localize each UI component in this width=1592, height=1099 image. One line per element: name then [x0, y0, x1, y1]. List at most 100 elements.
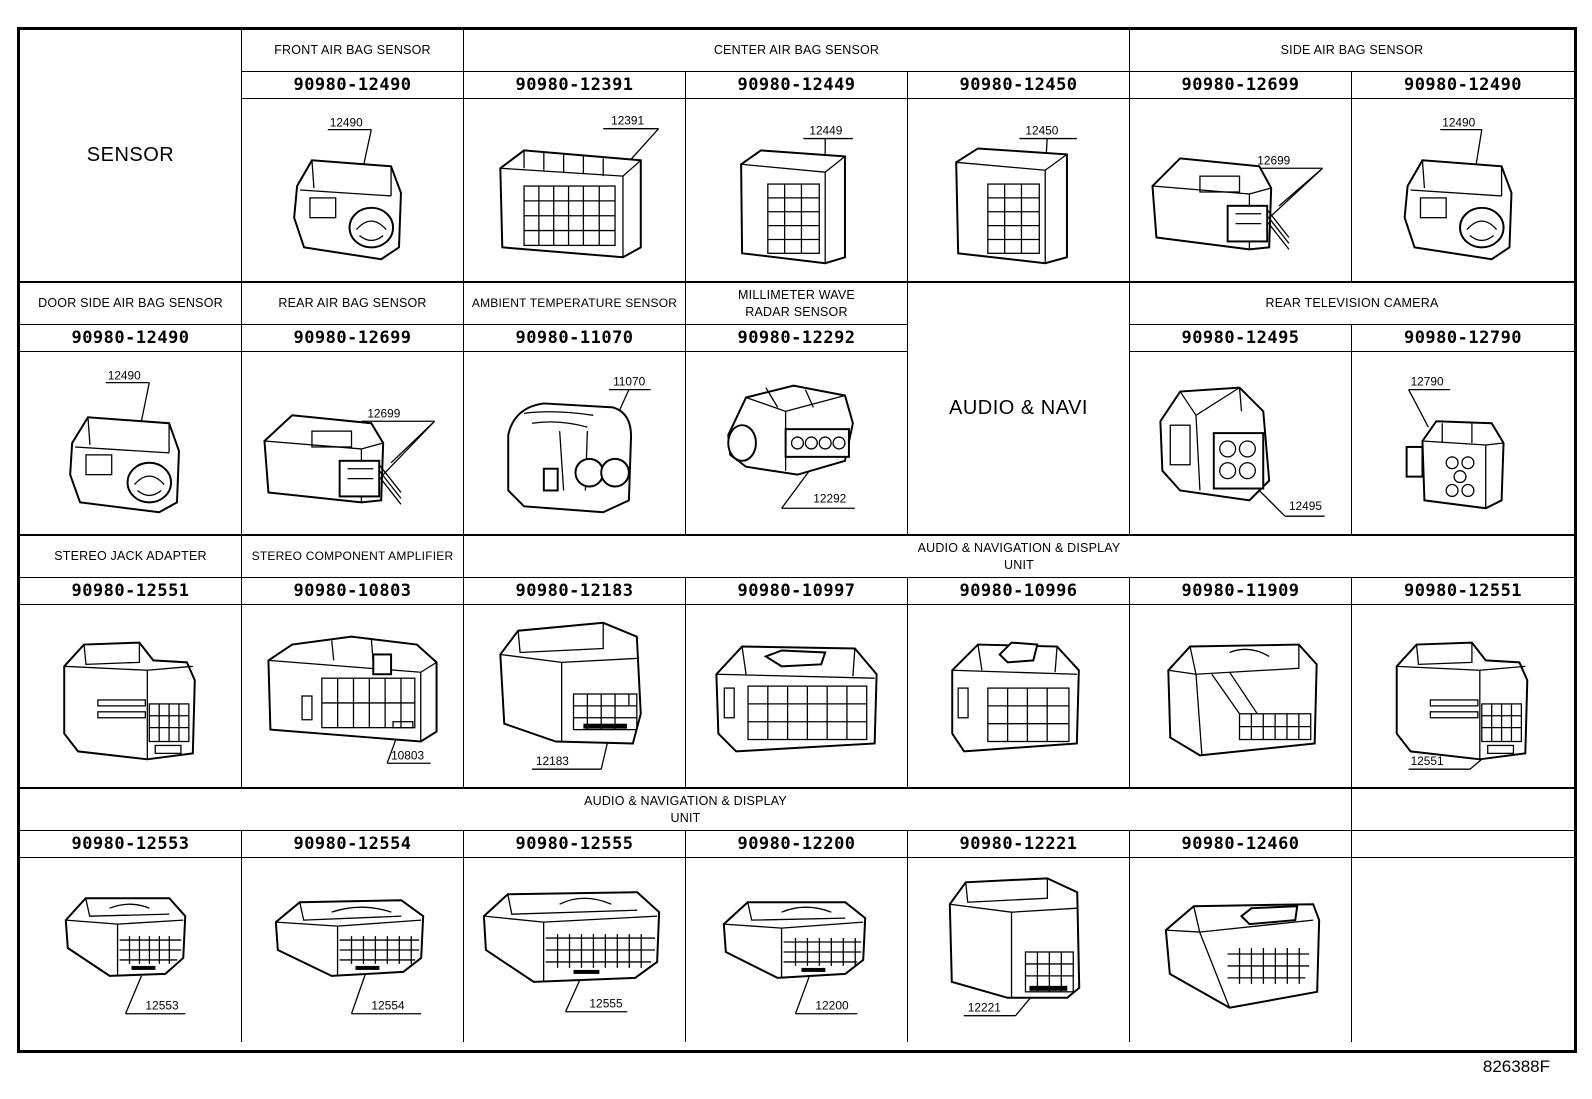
part-number: 90980-12490: [1403, 75, 1523, 95]
part-number-cell: 90980-12200: [686, 831, 908, 858]
component-header-audio-navigation-display-unit: AUDIO & NAVIGATION & DISPLAY UNIT: [464, 536, 1574, 578]
connector-drawing: [1130, 858, 1352, 1042]
connector-12553-illustration: 12553: [64, 897, 187, 1015]
component-label: MILLIMETER WAVE RADAR SENSOR: [738, 287, 855, 319]
component-label: FRONT AIR BAG SENSOR: [274, 43, 431, 57]
part-number-cell: 90980-11070: [464, 325, 686, 352]
component-header-ambient-temperature-sensor: AMBIENT TEMPERATURE SENSOR: [464, 283, 686, 325]
figure-code: 826388F: [1482, 1057, 1550, 1076]
callout-label: 12490: [330, 116, 363, 130]
part-number-cell: 90980-12554: [242, 831, 464, 858]
connector-drawing: 12183: [464, 605, 686, 789]
callout-label: 12699: [367, 406, 400, 420]
component-header-door-side-air-bag-sensor: DOOR SIDE AIR BAG SENSOR: [20, 283, 242, 325]
callout-label: 12292: [813, 491, 846, 505]
part-number: 90980-12490: [293, 75, 412, 95]
part-number: 90980-12790: [1403, 328, 1523, 348]
connector-drawing: 12699: [1130, 99, 1352, 283]
component-label: DOOR SIDE AIR BAG SENSOR: [38, 296, 223, 310]
connector-drawing: 12450: [908, 99, 1130, 283]
part-number-cell: 90980-12490: [1352, 72, 1574, 99]
component-header-center-air-bag-sensor: CENTER AIR BAG SENSOR: [464, 30, 1130, 72]
part-number-cell: 90980-11909: [1130, 578, 1352, 605]
component-label: STEREO COMPONENT AMPLIFIER: [251, 549, 454, 563]
callout-label: 12449: [809, 124, 842, 138]
category-label: SENSOR: [86, 144, 175, 166]
part-number-cell: 90980-12699: [242, 325, 464, 352]
connector-drawing: 12495: [1130, 352, 1352, 536]
connector-drawing: 12790: [1352, 352, 1574, 536]
part-number: 90980-12490: [71, 328, 190, 348]
component-label: SIDE AIR BAG SENSOR: [1280, 43, 1424, 57]
part-number: 90980-11909: [1181, 581, 1300, 601]
part-number: 90980-12551: [1403, 581, 1523, 601]
callout-label: 12391: [611, 114, 644, 128]
empty-cell: [1352, 831, 1574, 858]
part-number-cell: 90980-10996: [908, 578, 1130, 605]
part-number: 90980-12555: [515, 834, 634, 854]
component-header-millimeter-wave-radar-sensor: MILLIMETER WAVE RADAR SENSOR: [686, 283, 908, 325]
connector-drawing: [686, 605, 908, 789]
part-number: 90980-12450: [959, 75, 1078, 95]
callout-label: 10803: [391, 748, 424, 762]
component-label: REAR TELEVISION CAMERA: [1265, 296, 1439, 310]
connector-12551-illustration: 12551: [1395, 641, 1529, 770]
component-header-rear-television-camera: REAR TELEVISION CAMERA: [1130, 283, 1574, 325]
part-number-cell: 90980-12490: [242, 72, 464, 99]
connector-drawing: 12555: [464, 858, 686, 1042]
connector-12699-illustration: 12699: [1151, 153, 1324, 251]
part-number: 90980-10803: [293, 581, 412, 601]
empty-cell: [1352, 858, 1574, 1042]
part-number-cell: 90980-12495: [1130, 325, 1352, 352]
callout-label: 11070: [613, 375, 646, 389]
part-number: 90980-12699: [293, 328, 412, 348]
component-label: AUDIO & NAVIGATION & DISPLAY UNIT: [917, 540, 1121, 572]
connector-12449-illustration: 12449: [740, 124, 853, 265]
part-number: 90980-12495: [1181, 328, 1300, 348]
connector-10803-illustration: 10803: [267, 635, 438, 764]
callout-label: 12553: [145, 999, 179, 1013]
connector-drawing: [20, 605, 242, 789]
callout-label: 12790: [1411, 375, 1444, 389]
part-number-cell: 90980-12460: [1130, 831, 1352, 858]
connector-drawing: [1130, 605, 1352, 789]
part-number: 90980-12449: [737, 75, 856, 95]
part-number-cell: 90980-12555: [464, 831, 686, 858]
part-number: 90980-12292: [737, 328, 856, 348]
part-number: 90980-12553: [71, 834, 190, 854]
connector-11070-illustration: 11070: [507, 375, 651, 514]
part-number-cell: 90980-12391: [464, 72, 686, 99]
connector-drawing: 12551: [1352, 605, 1574, 789]
connector-drawing: 12449: [686, 99, 908, 283]
part-number-cell: 90980-12450: [908, 72, 1130, 99]
connector-12200-illustration: 12200: [722, 901, 867, 1015]
connector-12183-illustration: 12183: [499, 621, 642, 770]
callout-label: 12490: [108, 369, 141, 383]
category-sensor: SENSOR: [20, 30, 242, 283]
connector-drawing: 12221: [908, 858, 1130, 1042]
connector-10996-illustration: [951, 641, 1080, 753]
category-audio-navi: AUDIO & NAVI: [908, 283, 1130, 536]
connector-12554-illustration: 12554: [274, 899, 425, 1015]
connector-drawing: 12490: [1352, 99, 1574, 283]
connector-12490-illustration: 12490: [1403, 116, 1513, 261]
component-header-front-air-bag-sensor: FRONT AIR BAG SENSOR: [242, 30, 464, 72]
part-number-cell: 90980-12183: [464, 578, 686, 605]
part-number: 90980-12200: [737, 834, 856, 854]
part-number-cell: 90980-12790: [1352, 325, 1574, 352]
connector-drawing: 10803: [242, 605, 464, 789]
connector-12790-illustration: 12790: [1405, 375, 1505, 510]
part-number: 90980-12391: [515, 75, 634, 95]
connector-12555-illustration: 12555: [482, 891, 661, 1013]
part-number-cell: 90980-10997: [686, 578, 908, 605]
empty-cell: [1352, 789, 1574, 831]
callout-label: 12555: [589, 997, 623, 1011]
component-label: AUDIO & NAVIGATION & DISPLAY UNIT: [584, 793, 787, 825]
part-number-cell: 90980-10803: [242, 578, 464, 605]
connector-12551-illustration: [63, 641, 196, 761]
connector-12221-illustration: 12221: [948, 877, 1081, 1017]
connector-drawing: 11070: [464, 352, 686, 536]
connector-drawing: [908, 605, 1130, 789]
callout-label: 12551: [1411, 754, 1444, 768]
connector-12391-illustration: 12391: [499, 114, 660, 259]
